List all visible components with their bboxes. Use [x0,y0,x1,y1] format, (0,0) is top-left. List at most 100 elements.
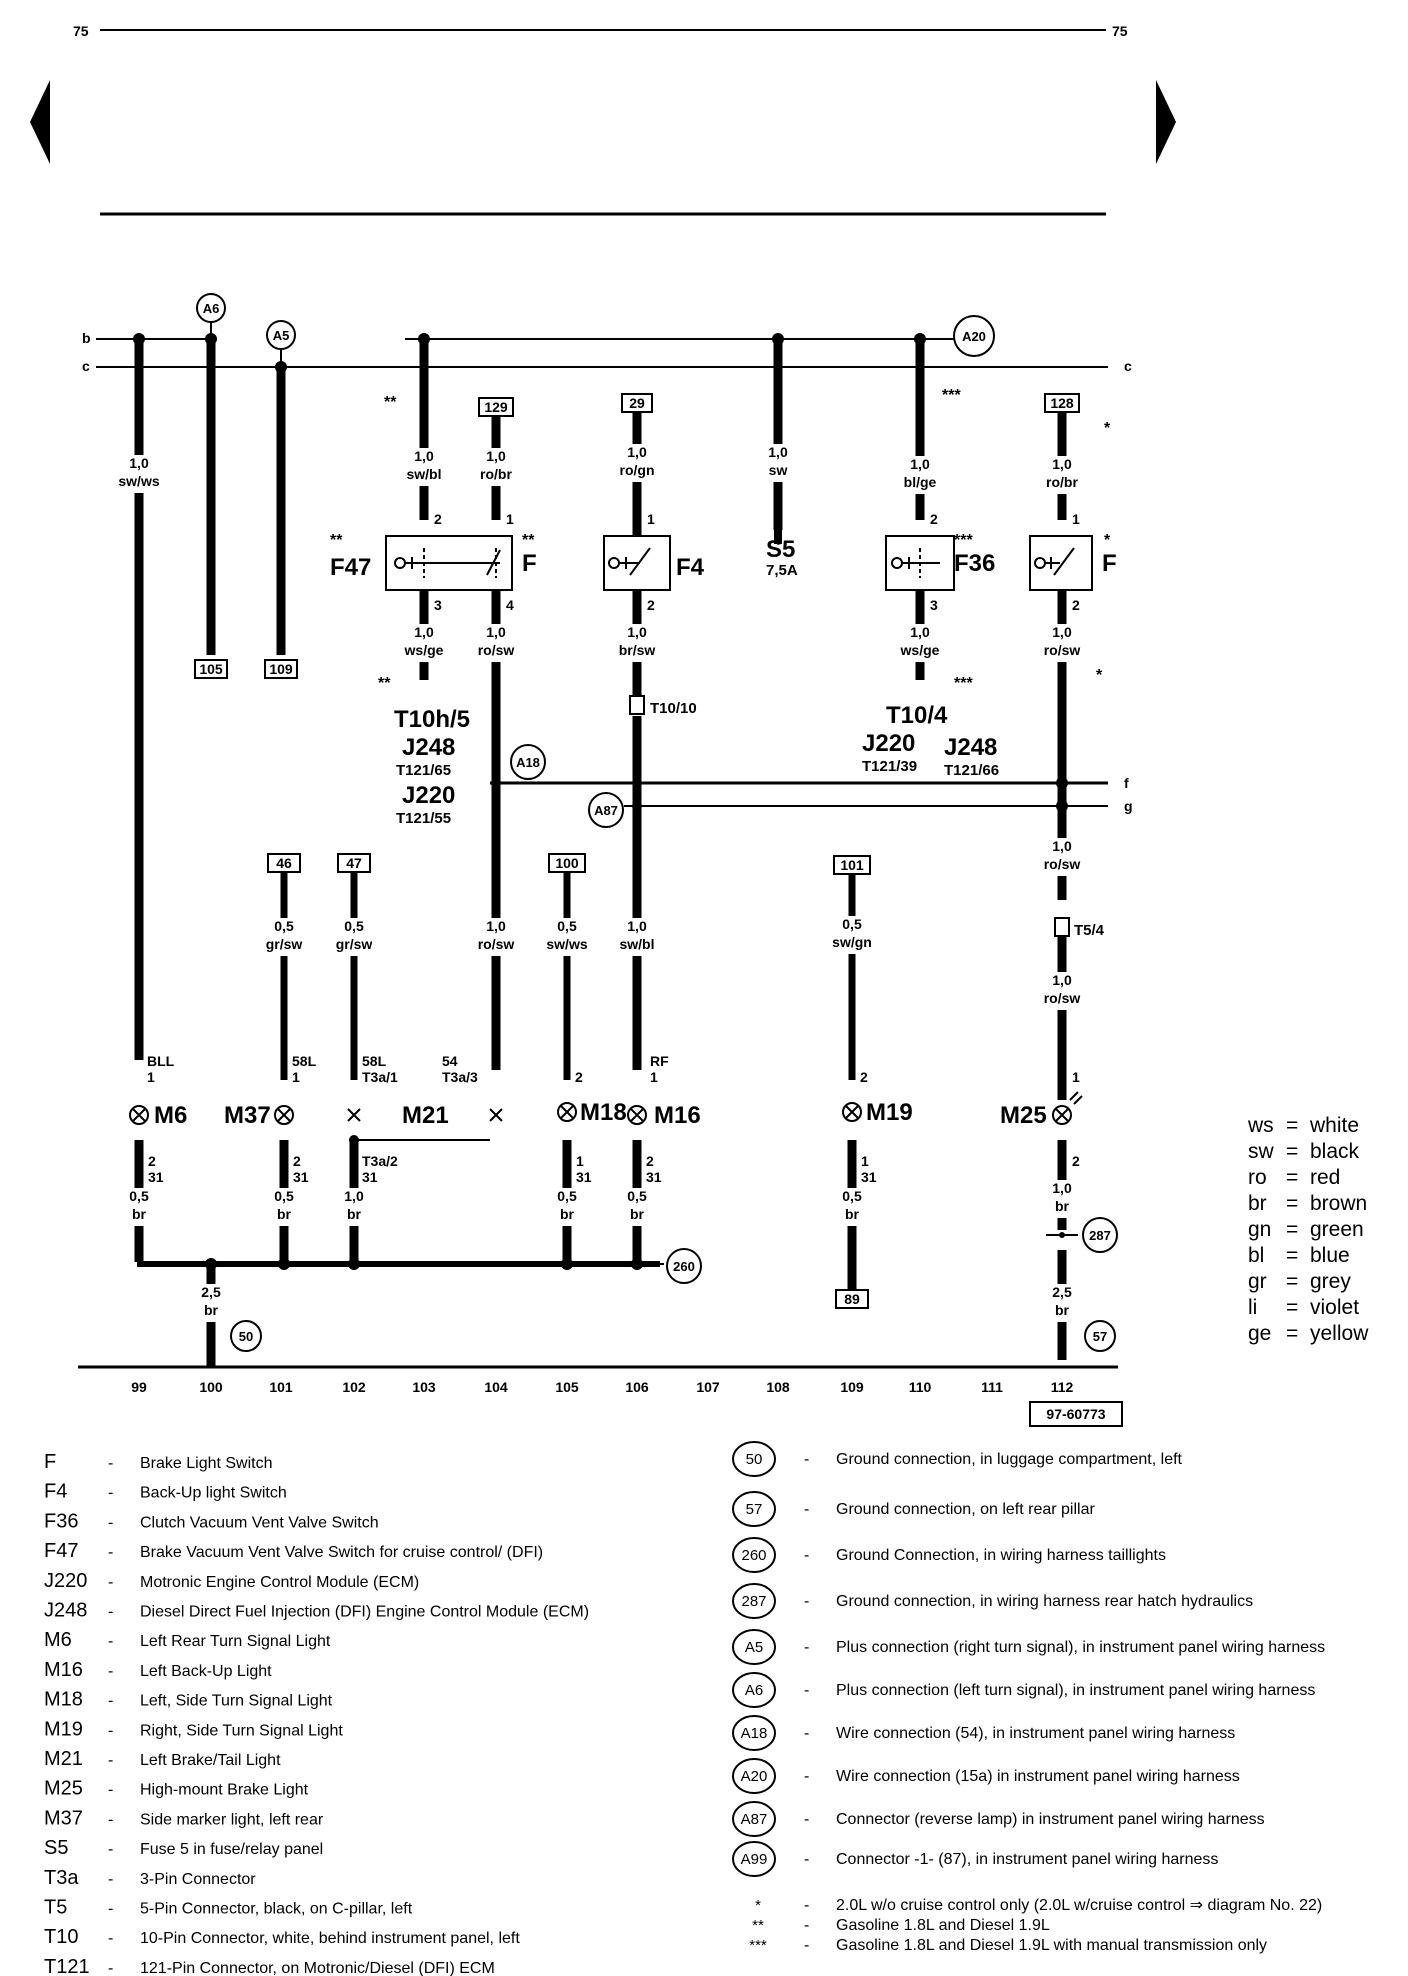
legend-component-code: T10 [44,1926,78,1948]
legend-component-code: M19 [44,1718,83,1740]
svg-text:3: 3 [434,597,442,613]
legend-component-desc: Right, Side Turn Signal Light [140,1722,343,1739]
wire-size: 1,0 [486,624,506,640]
wire-color: sw/gn [832,934,872,950]
svg-text:31: 31 [861,1169,877,1185]
svg-text:97-60773: 97-60773 [1046,1406,1105,1422]
wire-color: br [845,1206,860,1222]
svg-text:T121/65: T121/65 [396,762,451,779]
legend-connection-desc: Plus connection (left turn signal), in i… [836,1682,1315,1699]
legend-dash: - [804,1811,809,1828]
legend-dash: - [108,1455,113,1472]
next-page-arrow-icon[interactable] [1156,80,1176,164]
svg-text:T121/39: T121/39 [862,758,917,775]
svg-text:*: * [1096,667,1103,684]
legend-dash: - [108,1633,113,1650]
color-key: ws=whitesw=blackro=redbr=browngn=greenbl… [1247,1114,1369,1345]
legend-component-code: M18 [44,1689,83,1711]
legend-component-code: J248 [44,1600,87,1622]
wire-size: 0,5 [274,918,294,934]
legend-dash: - [108,1841,113,1858]
legend-connection-circle [732,1758,776,1794]
label-F-a: F [522,550,537,577]
wire-size: 1,0 [414,624,434,640]
legend-dash: - [108,1544,113,1561]
wire-size: 2,5 [1052,1284,1072,1300]
label-S5-rating: 7,5A [766,562,798,579]
color-code: ro [1248,1166,1267,1189]
svg-text:1: 1 [292,1069,300,1085]
bulb-M21-a [347,1108,361,1122]
svg-text:2: 2 [1072,1153,1080,1169]
legend-dash: - [804,1547,809,1564]
legend-component-desc: Brake Vacuum Vent Valve Switch for cruis… [140,1544,543,1561]
connector-flags [629,695,1070,937]
svg-text:100: 100 [555,855,579,871]
svg-text:J220: J220 [402,782,455,809]
legend-dash: - [108,1782,113,1799]
legend-component-code: M21 [44,1748,83,1770]
label-F36: F36 [954,550,995,577]
legend-connection-code: A87 [741,1811,768,1828]
wire-color: ro/br [1046,474,1078,490]
legend-dash: - [108,1811,113,1828]
connector-A20: A20 [920,315,995,357]
legend-component-desc: Left, Side Turn Signal Light [140,1693,333,1710]
legend-component-desc: 10-Pin Connector, white, behind instrume… [140,1930,520,1947]
column-number: 100 [199,1379,223,1395]
terminal-100: 100 [548,853,586,873]
legend-connection-code: 287 [741,1593,766,1610]
previous-page-arrow-icon[interactable] [30,80,50,164]
svg-text:*: * [1104,532,1111,549]
legend-component-desc: Fuse 5 in fuse/relay panel [140,1841,323,1858]
svg-text:***: *** [954,532,973,549]
legend-component-desc: 121-Pin Connector, on Motronic/Diesel (D… [140,1960,495,1976]
svg-text:1: 1 [506,511,514,527]
svg-text:A20: A20 [962,329,986,344]
legend-dash: - [804,1639,809,1656]
legend-dash: - [804,1725,809,1742]
column-number: 106 [625,1379,649,1395]
svg-text:46: 46 [276,855,292,871]
bulb-M37 [274,1105,294,1125]
footnote-mark: *** [749,1937,767,1954]
svg-text:A18: A18 [516,755,540,770]
legend-connection-circle [732,1537,776,1573]
page-header: 75 75 [73,23,1128,216]
legend-component-code: J220 [44,1570,87,1592]
page-number-right: 75 [1112,23,1128,39]
color-equals: = [1286,1166,1298,1189]
svg-text:31: 31 [576,1169,592,1185]
column-number: 105 [555,1379,579,1395]
wire-color: gr/sw [336,936,373,952]
wire-size: 1,0 [910,624,930,640]
column-number: 111 [981,1379,1003,1395]
svg-text:54: 54 [442,1053,458,1069]
svg-text:**: ** [384,394,397,411]
legend-dash: - [108,1752,113,1769]
column-number: 99 [131,1379,147,1395]
diagram-id: 97-60773 [1029,1401,1123,1427]
color-code: li [1248,1296,1257,1319]
svg-text:3: 3 [930,597,938,613]
bulb-M6 [129,1105,149,1125]
legend-connection-code: 260 [741,1547,766,1564]
svg-text:T10h/5: T10h/5 [394,706,470,733]
wire-color: ro/br [480,466,512,482]
svg-text:31: 31 [148,1169,164,1185]
wire-size: 0,5 [627,1188,647,1204]
legend-component-code: S5 [44,1837,68,1859]
legend-component-desc: 5-Pin Connector, black, on C-pillar, lef… [140,1901,413,1918]
svg-text:***: *** [942,387,961,404]
svg-text:29: 29 [629,395,645,411]
legend-component-desc: Side marker light, left rear [140,1811,324,1828]
legend-connection-code: 50 [746,1451,763,1468]
connector-A87: A87 [588,792,624,828]
svg-text:RF: RF [650,1053,669,1069]
legend-connections: 50-Ground connection, in luggage compart… [732,1441,1325,1877]
wire-color: br [1055,1198,1070,1214]
switch-F36 [885,535,955,591]
bulb-M18 [557,1102,577,1122]
svg-text:T10/10: T10/10 [650,700,697,717]
legend-connection-desc: Ground connection, in wiring harness rea… [836,1593,1253,1610]
